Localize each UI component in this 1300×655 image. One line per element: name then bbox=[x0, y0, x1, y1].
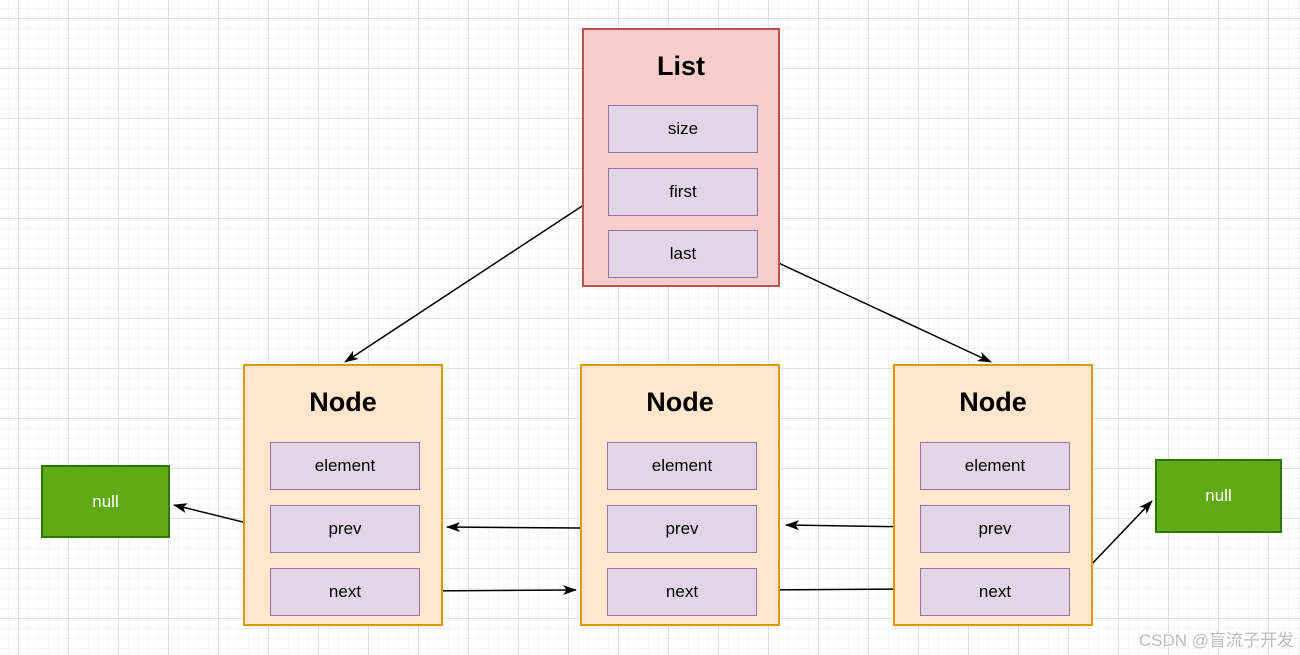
node-3-field-prev: prev bbox=[920, 505, 1070, 553]
edge-node2-prev-to-node1 bbox=[446, 522, 581, 533]
list-title: List bbox=[656, 51, 705, 81]
list-box: List size first last bbox=[582, 28, 780, 287]
edge-list-first-to-node1 bbox=[344, 190, 606, 363]
list-field-first: first bbox=[608, 168, 758, 216]
node-box-2: Node element prev next bbox=[580, 364, 780, 626]
null-box-left: null bbox=[41, 465, 170, 538]
node-3-title: Node bbox=[959, 387, 1027, 417]
edge-list-last-to-node3 bbox=[756, 252, 992, 363]
watermark-text: CSDN @盲流子开发 bbox=[1138, 631, 1294, 650]
node-1-field-element: element bbox=[270, 442, 420, 490]
node-box-1: Node element prev next bbox=[243, 364, 443, 626]
list-field-last: last bbox=[608, 230, 758, 278]
node-2-field-next: next bbox=[607, 568, 757, 616]
null-box-right: null bbox=[1155, 459, 1282, 533]
node-3-field-element: element bbox=[920, 442, 1070, 490]
node-1-field-prev: prev bbox=[270, 505, 420, 553]
list-field-size: size bbox=[608, 105, 758, 153]
node-1-title: Node bbox=[309, 387, 377, 417]
node-box-3: Node element prev next bbox=[893, 364, 1093, 626]
node-2-field-prev: prev bbox=[607, 505, 757, 553]
node-1-field-next: next bbox=[270, 568, 420, 616]
node-3-field-next: next bbox=[920, 568, 1070, 616]
node-2-title: Node bbox=[646, 387, 714, 417]
node-2-field-element: element bbox=[607, 442, 757, 490]
